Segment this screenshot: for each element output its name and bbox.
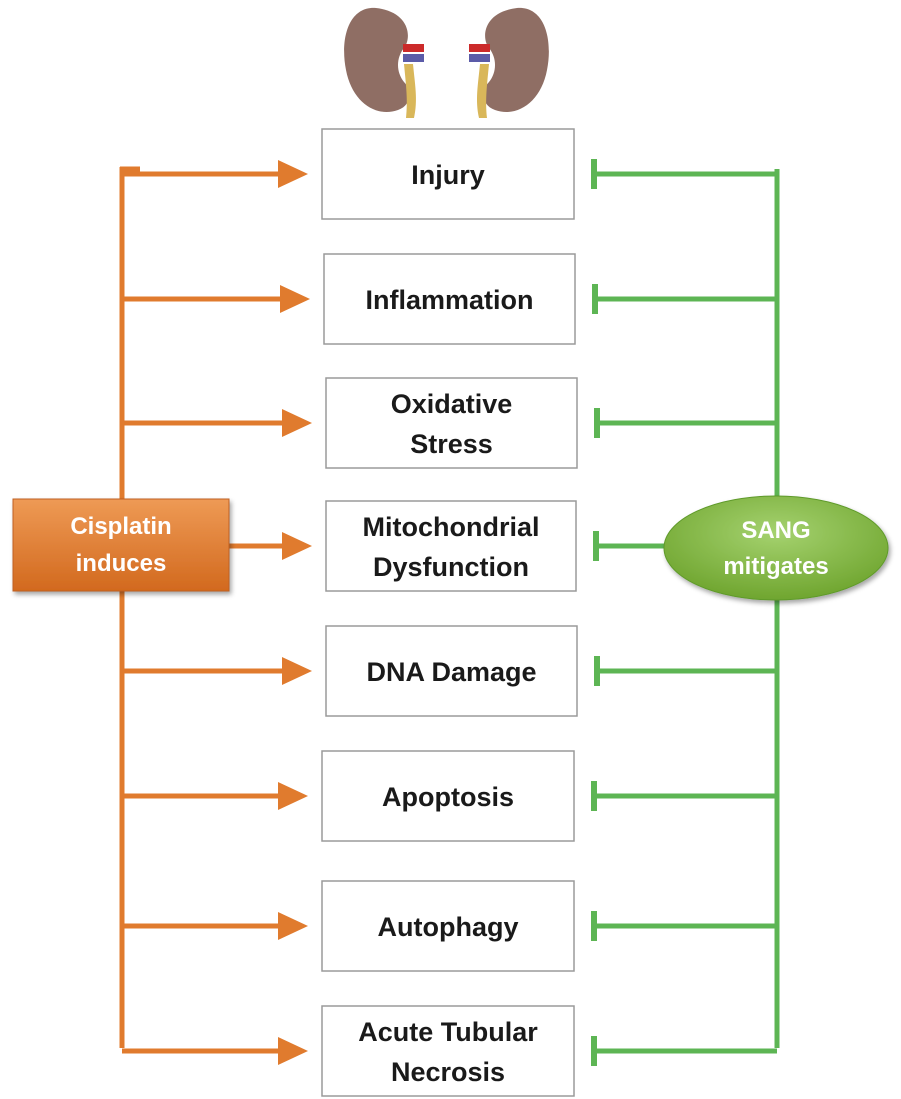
outcome-box-frame bbox=[325, 625, 578, 717]
outcome-label: Oxidative bbox=[391, 389, 513, 419]
outcome-box-frame bbox=[321, 1005, 575, 1097]
outcome-box: Apoptosis bbox=[321, 750, 575, 842]
outcome-label: Inflammation bbox=[365, 285, 533, 315]
outcome-label: Mitochondrial bbox=[363, 512, 540, 542]
induce-arrowhead bbox=[280, 285, 310, 313]
outcome-label: DNA Damage bbox=[366, 657, 536, 687]
outcome-box-frame bbox=[325, 500, 577, 592]
induce-arrowhead bbox=[282, 409, 312, 437]
cisplatin-badge: Cisplatin induces bbox=[12, 498, 230, 592]
outcome-box: Autophagy bbox=[321, 880, 575, 972]
outcome-boxes: InjuryInflammationOxidativeStressMitocho… bbox=[321, 128, 578, 1097]
cisplatin-label-line2: induces bbox=[76, 550, 167, 577]
sang-badge: SANG mitigates bbox=[663, 495, 889, 601]
induce-arrowhead bbox=[278, 782, 308, 810]
induce-arrowhead bbox=[282, 532, 312, 560]
outcome-box-frame bbox=[321, 750, 575, 842]
induce-arrowhead bbox=[278, 1037, 308, 1065]
outcome-box: DNA Damage bbox=[325, 625, 578, 717]
outcome-label: Necrosis bbox=[391, 1057, 505, 1087]
outcome-label: Apoptosis bbox=[382, 782, 514, 812]
mitigate-inhibitors bbox=[591, 159, 777, 1066]
induce-arrowhead bbox=[278, 160, 308, 188]
outcome-label: Dysfunction bbox=[373, 552, 529, 582]
outcome-box: Inflammation bbox=[323, 253, 576, 345]
outcome-box-frame bbox=[321, 880, 575, 972]
left-kidney-icon bbox=[344, 7, 424, 118]
outcome-label: Stress bbox=[410, 429, 493, 459]
induce-arrowhead bbox=[278, 912, 308, 940]
outcome-box-frame bbox=[323, 253, 576, 345]
outcome-label: Acute Tubular bbox=[358, 1017, 538, 1047]
outcome-box: Injury bbox=[321, 128, 575, 220]
outcome-box-frame bbox=[325, 377, 578, 469]
outcome-label: Injury bbox=[411, 160, 485, 190]
induce-arrows bbox=[122, 160, 312, 1065]
sang-label-line2: mitigates bbox=[723, 553, 828, 580]
outcome-label: Autophagy bbox=[378, 912, 519, 942]
induce-arrowhead bbox=[282, 657, 312, 685]
sang-label-line1: SANG bbox=[741, 517, 810, 544]
cisplatin-label-line1: Cisplatin bbox=[70, 513, 171, 540]
right-kidney-icon bbox=[469, 7, 549, 118]
outcome-box-frame bbox=[321, 128, 575, 220]
